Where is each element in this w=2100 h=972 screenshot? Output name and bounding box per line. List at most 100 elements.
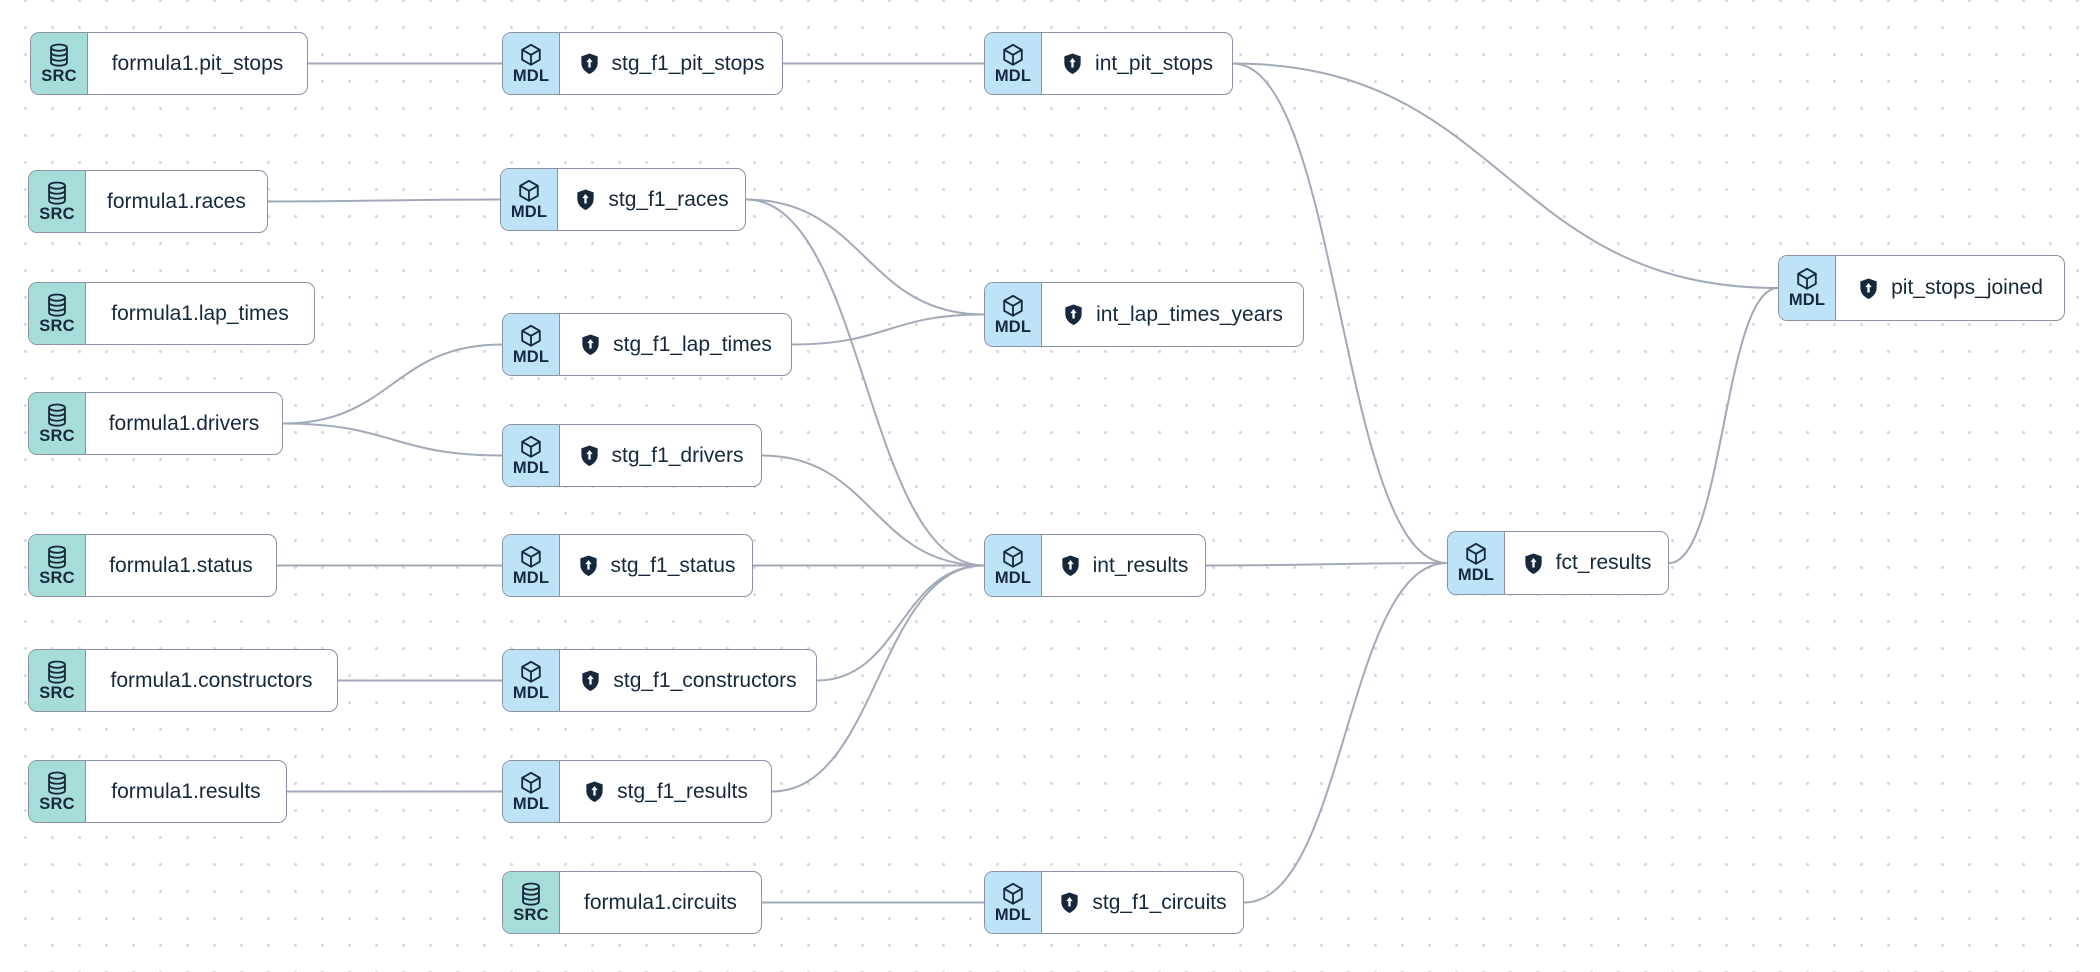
- node-type-label: MDL: [994, 905, 1032, 924]
- edge-formula1.races-stg_f1_races: [267, 198, 501, 203]
- node-type-badge: MDL: [1448, 532, 1505, 594]
- node-type-label: SRC: [39, 316, 75, 335]
- node-type-badge: SRC: [29, 535, 86, 596]
- node-formula1.pit_stops[interactable]: SRC formula1.pit_stops: [30, 32, 308, 95]
- node-type-label: MDL: [512, 458, 550, 477]
- node-body: formula1.results: [86, 761, 286, 822]
- cube-icon: [1000, 544, 1026, 570]
- cube-icon: [518, 544, 544, 570]
- node-type-badge: SRC: [29, 283, 86, 344]
- node-body: int_results: [1042, 535, 1205, 596]
- node-label: formula1.status: [109, 553, 253, 577]
- node-body: stg_f1_status: [560, 535, 752, 596]
- cube-icon: [1794, 266, 1820, 292]
- node-type-label: MDL: [994, 568, 1032, 587]
- shield-icon: [577, 554, 600, 577]
- cube-icon: [516, 178, 542, 204]
- node-body: pit_stops_joined: [1836, 256, 2064, 320]
- node-label: formula1.circuits: [584, 890, 737, 914]
- database-icon: [44, 180, 70, 206]
- node-type-label: MDL: [994, 66, 1032, 85]
- node-type-label: SRC: [39, 683, 75, 702]
- node-label: fct_results: [1555, 551, 1652, 574]
- node-type-label: SRC: [41, 66, 77, 85]
- node-stg_f1_status[interactable]: MDL stg_f1_status: [502, 534, 753, 597]
- node-type-label: SRC: [39, 426, 75, 445]
- edge-int_results-fct_results: [1205, 562, 1448, 567]
- node-int_results[interactable]: MDL int_results: [984, 534, 1206, 597]
- node-pit_stops_joined[interactable]: MDL pit_stops_joined: [1778, 255, 2065, 321]
- node-label: int_results: [1092, 553, 1189, 577]
- shield-icon: [583, 780, 606, 803]
- database-icon: [46, 42, 72, 68]
- node-type-badge: SRC: [503, 872, 560, 933]
- edge-formula1.drivers-stg_f1_drivers: [282, 422, 503, 457]
- node-body: int_lap_times_years: [1042, 283, 1303, 346]
- edge-stg_f1_circuits-fct_results: [1243, 562, 1448, 904]
- node-body: formula1.races: [86, 171, 267, 232]
- node-label: formula1.results: [111, 779, 261, 803]
- shield-icon: [579, 333, 602, 356]
- node-body: stg_f1_drivers: [560, 425, 761, 486]
- node-stg_f1_lap_times[interactable]: MDL stg_f1_lap_times: [502, 313, 792, 376]
- node-type-label: MDL: [512, 347, 550, 366]
- node-body: formula1.circuits: [560, 872, 761, 933]
- node-label: formula1.lap_times: [111, 301, 289, 325]
- node-body: stg_f1_circuits: [1042, 872, 1243, 933]
- node-type-badge: MDL: [503, 650, 560, 711]
- shield-icon: [574, 188, 597, 211]
- cube-icon: [518, 770, 544, 796]
- shield-icon: [1058, 891, 1081, 914]
- node-body: stg_f1_pit_stops: [560, 33, 782, 94]
- edge-stg_f1_results-int_results: [771, 564, 985, 793]
- node-formula1.circuits[interactable]: SRC formula1.circuits: [502, 871, 762, 934]
- node-body: formula1.lap_times: [86, 283, 314, 344]
- node-label: stg_f1_constructors: [613, 668, 797, 692]
- node-label: pit_stops_joined: [1891, 276, 2043, 299]
- database-icon: [44, 659, 70, 685]
- node-type-badge: MDL: [1779, 256, 1836, 320]
- node-stg_f1_drivers[interactable]: MDL stg_f1_drivers: [502, 424, 762, 487]
- cube-icon: [518, 659, 544, 685]
- node-type-badge: MDL: [503, 761, 560, 822]
- node-body: stg_f1_races: [558, 169, 745, 230]
- node-label: formula1.pit_stops: [111, 51, 284, 75]
- cube-icon: [518, 323, 544, 349]
- node-type-label: MDL: [510, 202, 548, 221]
- node-label: stg_f1_pit_stops: [611, 51, 765, 75]
- node-body: formula1.status: [86, 535, 276, 596]
- node-formula1.status[interactable]: SRC formula1.status: [28, 534, 277, 597]
- node-fct_results[interactable]: MDL fct_results: [1447, 531, 1669, 595]
- node-body: stg_f1_lap_times: [560, 314, 791, 375]
- node-type-badge: MDL: [985, 33, 1042, 94]
- shield-icon: [1059, 554, 1082, 577]
- cube-icon: [1000, 881, 1026, 907]
- shield-icon: [1062, 303, 1085, 326]
- node-stg_f1_circuits[interactable]: MDL stg_f1_circuits: [984, 871, 1244, 934]
- node-stg_f1_races[interactable]: MDL stg_f1_races: [500, 168, 746, 231]
- node-type-badge: MDL: [501, 169, 558, 230]
- edge-stg_f1_constructors-int_results: [816, 564, 985, 682]
- node-type-label: SRC: [39, 568, 75, 587]
- node-type-badge: SRC: [31, 33, 88, 94]
- node-type-badge: SRC: [29, 650, 86, 711]
- node-stg_f1_pit_stops[interactable]: MDL stg_f1_pit_stops: [502, 32, 783, 95]
- edge-stg_f1_races-int_lap_times_years: [745, 198, 985, 316]
- node-type-badge: MDL: [503, 33, 560, 94]
- node-label: stg_f1_status: [610, 553, 736, 577]
- node-type-label: MDL: [512, 66, 550, 85]
- node-stg_f1_constructors[interactable]: MDL stg_f1_constructors: [502, 649, 817, 712]
- node-formula1.lap_times[interactable]: SRC formula1.lap_times: [28, 282, 315, 345]
- cube-icon: [1463, 541, 1489, 567]
- node-type-badge: MDL: [503, 535, 560, 596]
- node-body: stg_f1_results: [560, 761, 771, 822]
